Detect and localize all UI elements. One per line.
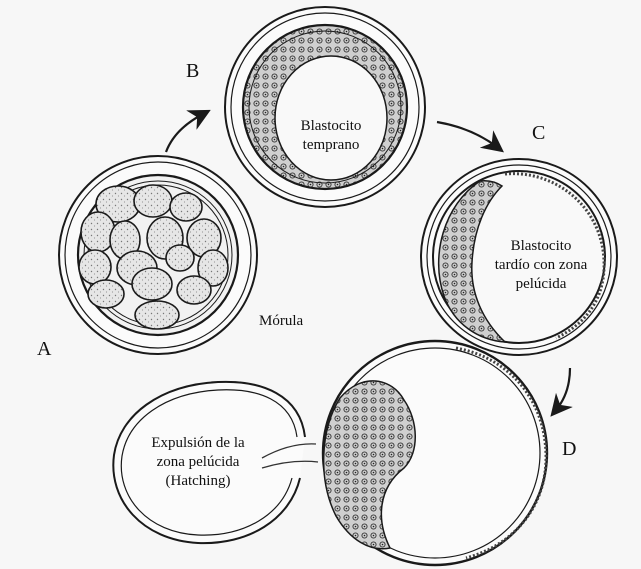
stage-letter-a: A [37, 340, 51, 359]
late-blastocyst-label-line-2: tardío con zona [478, 256, 604, 275]
late-blastocyst-label-line-1: Blastocito [478, 237, 604, 256]
hatching-label-line-1: Expulsión de la [136, 434, 260, 453]
early-blastocyst-label-line-2: temprano [296, 136, 366, 155]
stage-letter-c: C [532, 124, 545, 143]
morula-label: Mórula [259, 312, 303, 331]
hatching-label-line-2: zona pelúcida [136, 453, 260, 472]
arrow-b-to-c [437, 122, 497, 147]
stage-letter-b: B [186, 62, 199, 81]
early-blastocyst-label: Blastocito temprano [296, 117, 366, 155]
hatching-blastocyst [323, 341, 547, 565]
hatching-label-line-3: (Hatching) [136, 472, 260, 491]
early-blastocyst-label-line-1: Blastocito [296, 117, 366, 136]
late-blastocyst-label: Blastocito tardío con zona pelúcida [478, 237, 604, 294]
stage-letter-d: D [562, 440, 576, 459]
late-blastocyst-label-line-3: pelúcida [478, 275, 604, 294]
arrow-a-to-b [166, 114, 203, 152]
early-blastocyst-embryo [225, 7, 425, 207]
morula-embryo [59, 156, 257, 354]
arrow-c-to-d [556, 368, 570, 410]
hatching-label: Expulsión de la zona pelúcida (Hatching) [136, 434, 260, 491]
